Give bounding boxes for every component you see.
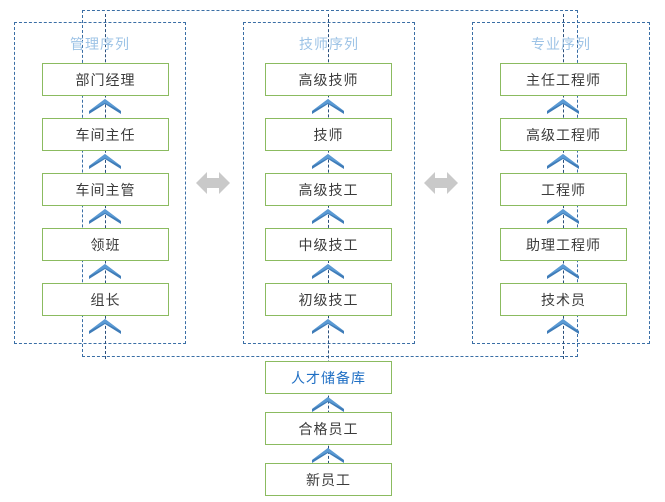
node-professional-1[interactable]: 高级工程师 xyxy=(500,118,627,151)
chevron-up-icon xyxy=(311,208,345,225)
node-management-0[interactable]: 部门经理 xyxy=(42,63,169,96)
chevron-up-icon xyxy=(546,263,580,280)
column-management: 管理序列 xyxy=(14,22,186,344)
node-talent-pool[interactable]: 人才储备库 xyxy=(265,361,392,394)
node-professional-0[interactable]: 主任工程师 xyxy=(500,63,627,96)
column-title-professional: 专业序列 xyxy=(531,38,591,53)
node-new-employee[interactable]: 新员工 xyxy=(265,463,392,496)
chevron-up-icon xyxy=(311,98,345,115)
chevron-up-icon xyxy=(311,263,345,280)
node-professional-3[interactable]: 助理工程师 xyxy=(500,228,627,261)
chevron-up-icon xyxy=(311,447,345,464)
chevron-up-icon xyxy=(546,153,580,170)
node-qualified-employee[interactable]: 合格员工 xyxy=(265,412,392,445)
column-title-management: 管理序列 xyxy=(70,38,130,53)
chevron-up-icon xyxy=(311,396,345,413)
node-technician-0[interactable]: 高级技师 xyxy=(265,63,392,96)
chevron-up-icon xyxy=(88,263,122,280)
node-technician-1[interactable]: 技师 xyxy=(265,118,392,151)
left-right-arrow-icon xyxy=(196,168,230,198)
column-title-technician: 技师序列 xyxy=(299,38,359,53)
node-technician-4[interactable]: 初级技工 xyxy=(265,283,392,316)
chevron-up-icon xyxy=(88,153,122,170)
node-technician-2[interactable]: 高级技工 xyxy=(265,173,392,206)
node-management-3[interactable]: 领班 xyxy=(42,228,169,261)
chevron-up-icon xyxy=(546,98,580,115)
chevron-up-icon xyxy=(311,153,345,170)
chevron-up-icon xyxy=(546,208,580,225)
node-professional-2[interactable]: 工程师 xyxy=(500,173,627,206)
chevron-up-icon xyxy=(311,318,345,335)
left-right-arrow-icon xyxy=(424,168,458,198)
chevron-up-icon xyxy=(546,318,580,335)
column-technician: 技师序列 xyxy=(243,22,415,344)
node-management-1[interactable]: 车间主任 xyxy=(42,118,169,151)
chevron-up-icon xyxy=(88,318,122,335)
node-management-2[interactable]: 车间主管 xyxy=(42,173,169,206)
node-management-4[interactable]: 组长 xyxy=(42,283,169,316)
column-professional: 专业序列 xyxy=(472,22,650,344)
chevron-up-icon xyxy=(88,208,122,225)
chevron-up-icon xyxy=(88,98,122,115)
node-professional-4[interactable]: 技术员 xyxy=(500,283,627,316)
node-technician-3[interactable]: 中级技工 xyxy=(265,228,392,261)
